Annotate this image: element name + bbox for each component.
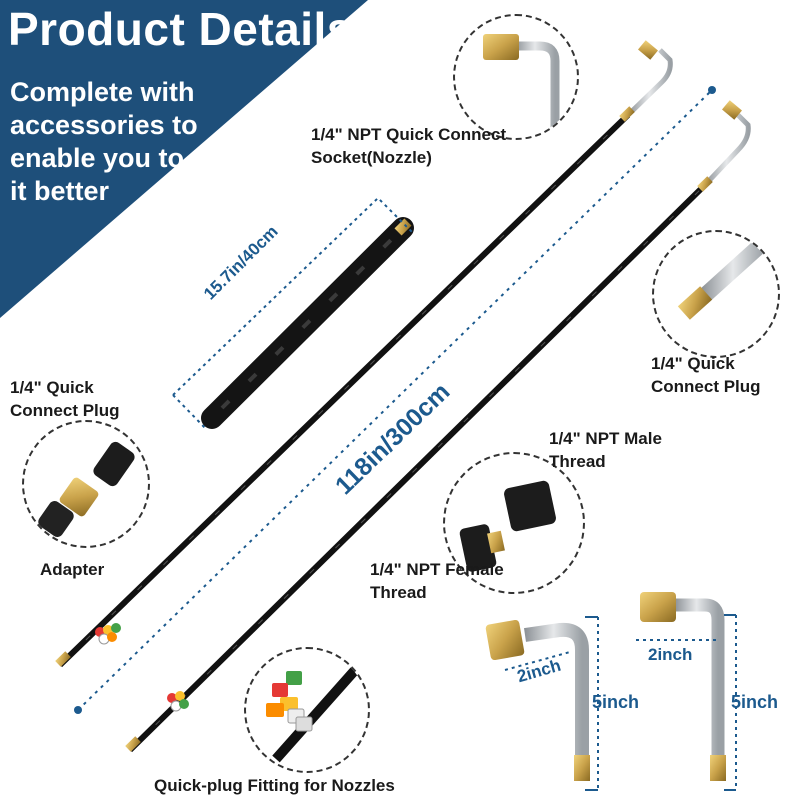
quick-connect-plug-right-label: 1/4" Quick Connect Plug: [651, 354, 761, 396]
bend-height-1: 5inch: [592, 692, 640, 712]
page-title: Product Details: [8, 3, 353, 55]
adapter-detail: [22, 420, 150, 548]
socket-nozzle-label: 1/4" NPT Quick Connect Socket(Nozzle): [311, 125, 507, 167]
bend-width-2: 2inch: [648, 645, 693, 664]
thread-detail: [443, 452, 585, 594]
nozzles-detail: [244, 647, 370, 773]
male-thread-label: 1/4" NPT Male Thread: [549, 429, 662, 471]
nozzles-label: Quick-plug Fitting for Nozzles: [154, 776, 395, 795]
quick-connect-plug-detail: [652, 230, 780, 358]
long-wand-2: [125, 100, 751, 753]
bend-height-2: 5inch: [731, 692, 779, 712]
bent-tube-2: [636, 592, 737, 791]
socket-nozzle-detail: [453, 14, 579, 140]
page-subtitle: Complete with accessories to enable you …: [10, 77, 239, 206]
long-wand-1: [55, 40, 673, 668]
short-wand: [201, 217, 414, 429]
female-thread-label: 1/4" NPT Female Thread: [370, 560, 504, 602]
quick-connect-plug-left-label: 1/4" Quick Connect Plug: [10, 378, 120, 420]
long-wand-dimension-line: [77, 89, 713, 711]
bent-tube-1: [485, 616, 599, 791]
adapter-label: Adapter: [40, 560, 105, 579]
